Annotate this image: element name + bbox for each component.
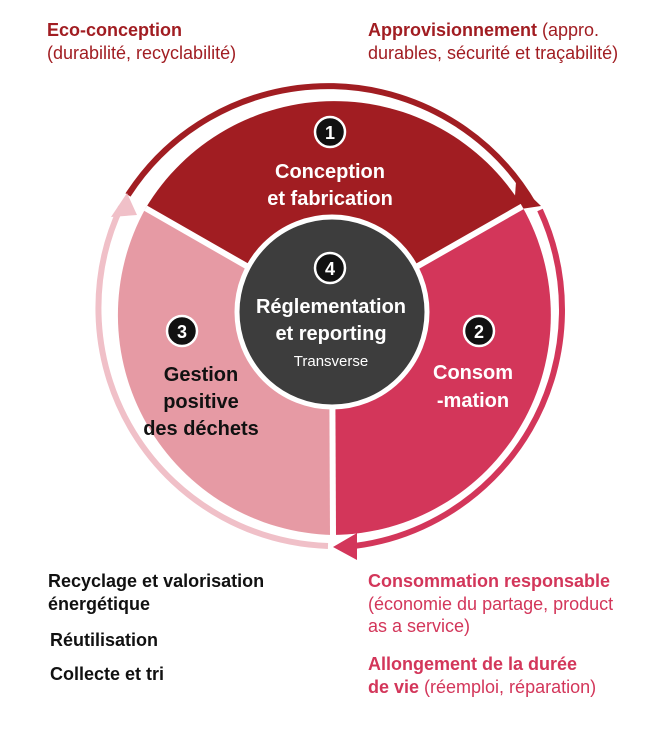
svg-text:1: 1: [325, 123, 335, 143]
arrow-head-pink-icon: [333, 533, 357, 560]
recyclage-line-2: énergétique: [48, 593, 151, 614]
arrow-head-light-pink-icon: [111, 193, 137, 217]
conception-label-1: Conception: [275, 161, 385, 183]
allongement-detail: (réemploi, réparation): [419, 676, 597, 697]
allongement-title-1: Allongement de la durée: [368, 654, 578, 674]
badge-3: 3: [165, 314, 199, 348]
center-label-2: et reporting: [275, 323, 386, 345]
allongement-title-2: de vie: [368, 676, 420, 697]
recyclage-line-1: Recyclage et valorisation: [48, 571, 265, 591]
center-label-1: Réglementation: [256, 296, 406, 318]
arrow-head-dark-red-icon: [514, 182, 541, 210]
consommation-label-1: Consom: [433, 362, 513, 384]
eco-conception-title: Eco-conception: [47, 20, 183, 40]
svg-text:2: 2: [474, 322, 484, 342]
badge-2: 2: [462, 314, 496, 348]
svg-text:4: 4: [325, 259, 335, 279]
gestion-caption: Recyclage et valorisation énergétique: [48, 570, 264, 615]
center-circle: [234, 214, 430, 410]
eco-conception-detail: (durabilité, recyclabilité): [47, 42, 237, 63]
arrow-consommation-to-gestion: [344, 208, 565, 550]
consommation-detail-2: as a service): [368, 616, 471, 636]
allongement-caption: Allongement de la durée de vie (réemploi…: [368, 653, 596, 698]
gestion-label-3: des déchets: [143, 418, 259, 440]
consommation-label-2: -mation: [437, 390, 509, 412]
collecte-item: Collecte et tri: [50, 664, 165, 684]
reutilisation-item: Réutilisation: [50, 630, 159, 650]
approvisionnement-title: Approvisionnement: [368, 20, 538, 40]
consommation-caption: Consommation responsable (économie du pa…: [368, 570, 613, 638]
badge-4: 4: [313, 251, 347, 285]
eco-conception-caption: Eco-conception (durabilité, recyclabilit…: [47, 19, 236, 64]
gestion-label-1: Gestion: [164, 364, 238, 386]
svg-text:3: 3: [177, 322, 187, 342]
approvisionnement-caption: Approvisionnement (appro. durables, sécu…: [368, 19, 618, 64]
gestion-label-2: positive: [163, 391, 239, 413]
conception-label-2: et fabrication: [267, 188, 393, 210]
center-label-3: Transverse: [294, 353, 368, 370]
approvisionnement-detail-1: (appro.: [537, 20, 600, 40]
approvisionnement-detail-2: durables, sécurité et traçabilité): [368, 42, 619, 63]
consommation-detail-1: (économie du partage, product: [368, 593, 614, 614]
arrow-conception-to-consommation: [125, 83, 537, 207]
arrow-gestion-to-conception: [95, 205, 329, 549]
badge-1: 1: [313, 115, 347, 149]
consommation-responsable-title: Consommation responsable: [368, 571, 611, 591]
